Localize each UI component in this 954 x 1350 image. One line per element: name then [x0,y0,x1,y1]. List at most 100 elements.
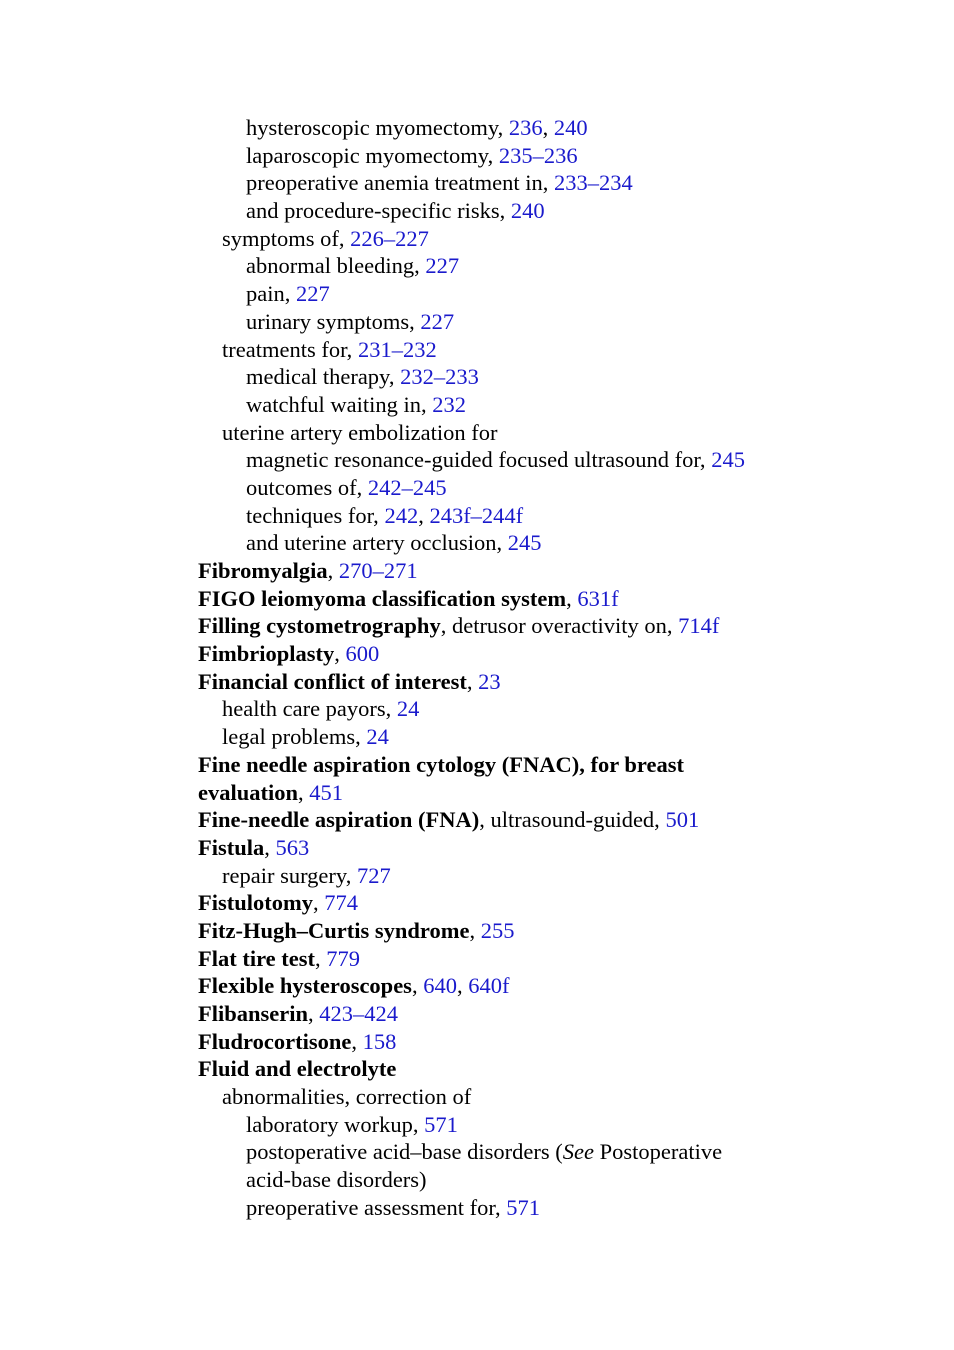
index-text: acid-base disorders) [246,1167,427,1193]
see-reference: See [562,1139,595,1165]
index-entry: Flat tire test, 779 [198,945,818,973]
index-entry: acid-base disorders) [198,1166,818,1194]
index-text: , [264,834,276,860]
index-text: medical therapy, [246,364,401,390]
index-term: Fludrocortisone [198,1028,352,1054]
page-reference-link[interactable]: 245 [507,530,542,556]
page-reference-link[interactable]: 232–233 [400,364,479,390]
index-text: and uterine artery occlusion, [246,530,508,556]
index-text: , [327,558,339,583]
index-term: Fistula [198,834,265,860]
page-reference-link[interactable]: 774 [324,890,358,916]
index-entry: evaluation, 451 [198,779,818,807]
index-text: preoperative anemia treatment in, [246,170,554,196]
index-text: , [313,890,325,916]
page-reference-link[interactable]: 640f [468,973,510,999]
index-text: legal problems, [222,724,367,750]
index-entry: medical therapy, 232–233 [198,363,818,391]
index-text: laparoscopic myomectomy, [246,142,499,168]
index-entry: abnormal bleeding, 227 [198,252,818,280]
index-text: abnormal bleeding, [246,253,426,279]
page-reference-link[interactable]: 631f [577,585,619,611]
index-entry: outcomes of, 242–245 [198,474,818,502]
page-reference-link[interactable]: 571 [506,1194,541,1220]
index-entry: symptoms of, 226–227 [198,225,818,253]
index-entry: repair surgery, 727 [198,862,818,890]
page-reference-link[interactable]: 270–271 [338,558,418,583]
index-text: , ultrasound-guided, [479,807,666,833]
index-text: hysteroscopic myomectomy, [246,115,509,140]
page-reference-link[interactable]: 501 [665,807,700,833]
page-reference-link[interactable]: 451 [309,779,344,805]
index-text: magnetic resonance-guided focused ultras… [246,447,712,473]
index-term: Flat tire test [198,945,316,971]
index-entry: Fitz-Hugh–Curtis syndrome, 255 [198,917,818,945]
index-text: , [411,973,424,999]
page-reference-link[interactable]: 423–424 [319,1001,399,1026]
page-reference-link[interactable]: 255 [480,917,515,943]
page-reference-link[interactable]: 231–232 [357,336,437,362]
index-term: Filling cystometrography [198,613,441,639]
index-entry: abnormalities, correction of [198,1083,818,1111]
page-reference-link[interactable]: 227 [296,281,330,307]
index-term: Flibanserin [198,1001,309,1026]
index-term: Flexible hysteroscopes [198,973,412,999]
index-text: , detrusor overactivity on, [440,613,679,639]
page-reference-link[interactable]: 714f [678,613,720,639]
index-entry: Fludrocortisone, 158 [198,1028,818,1056]
index-entry: Fibromyalgia, 270–271 [198,557,818,585]
page-reference-link[interactable]: 24 [366,724,389,750]
page-reference-link[interactable]: 233–234 [553,170,633,196]
index-entry: legal problems, 24 [198,723,818,751]
index-text: , [315,945,327,971]
index-text: , [334,641,346,667]
page-reference-link[interactable]: 23 [478,668,501,694]
index-entry: Flexible hysteroscopes, 640, 640f [198,973,510,999]
index-text: , [298,779,310,805]
index-entry: Fluid and electrolyte [198,1055,818,1083]
page-reference-link[interactable]: 779 [326,945,361,971]
page-reference-link[interactable]: 235–236 [498,142,578,168]
page-reference-link[interactable]: 227 [420,308,455,334]
index-text: and procedure-specific risks, [246,198,511,224]
index-entry: urinary symptoms, 227 [198,308,818,336]
page-reference-link[interactable]: 571 [424,1111,458,1137]
page-reference-link[interactable]: 24 [396,696,420,722]
index-term: Fluid and electrolyte [198,1056,397,1082]
index-entry: Fistulotomy, 774 [198,889,818,917]
index-term: Fimbrioplasty [198,641,335,667]
index-text: postoperative acid–base disorders ( [246,1139,563,1165]
index-text: preoperative assessment for, [246,1194,507,1220]
index-text: uterine artery embolization for [222,419,498,445]
index-term: Fine-needle aspiration (FNA) [198,807,480,833]
page-reference-link[interactable]: 232 [432,391,466,417]
index-text: Postoperative [594,1139,723,1165]
page-reference-link[interactable]: 640 [423,973,457,999]
page-reference-link[interactable]: 727 [356,862,391,888]
index-entry: postoperative acid–base disorders (See P… [198,1138,818,1166]
page-reference-link[interactable]: 600 [345,641,380,667]
index-text: health care payors, [222,696,397,722]
index-entry: Fistula, 563 [198,834,818,862]
index-entry: magnetic resonance-guided focused ultras… [198,446,818,474]
page-reference-link[interactable]: 242 [384,502,419,528]
page-reference-link[interactable]: 158 [362,1028,397,1054]
index-list: hysteroscopic myomectomy, 236, 240 laparo… [198,114,818,1222]
page-reference-link[interactable]: 242–245 [367,474,447,500]
index-text: treatments for, [222,336,358,362]
index-text: laboratory workup, [246,1111,425,1137]
page-reference-link[interactable]: 243f–244f [429,502,524,528]
page-reference-link[interactable]: 226–227 [350,225,429,251]
index-entry: Financial conflict of interest, 23 [198,668,818,696]
page-reference-link[interactable]: 240 [510,198,545,224]
index-term: Fine needle aspiration cytology (FNAC), … [198,751,684,777]
page-reference-link[interactable]: 240 [553,115,588,140]
page-reference-link[interactable]: 563 [275,834,310,860]
index-entry: Flibanserin, 423–424 [198,1000,818,1028]
page-reference-link[interactable]: 227 [425,253,460,279]
index-entry: pain, 227 [198,280,818,308]
page-reference-link[interactable]: 236 [508,115,543,140]
page-reference-link[interactable]: 245 [711,447,745,473]
index-text: pain, [246,281,296,307]
